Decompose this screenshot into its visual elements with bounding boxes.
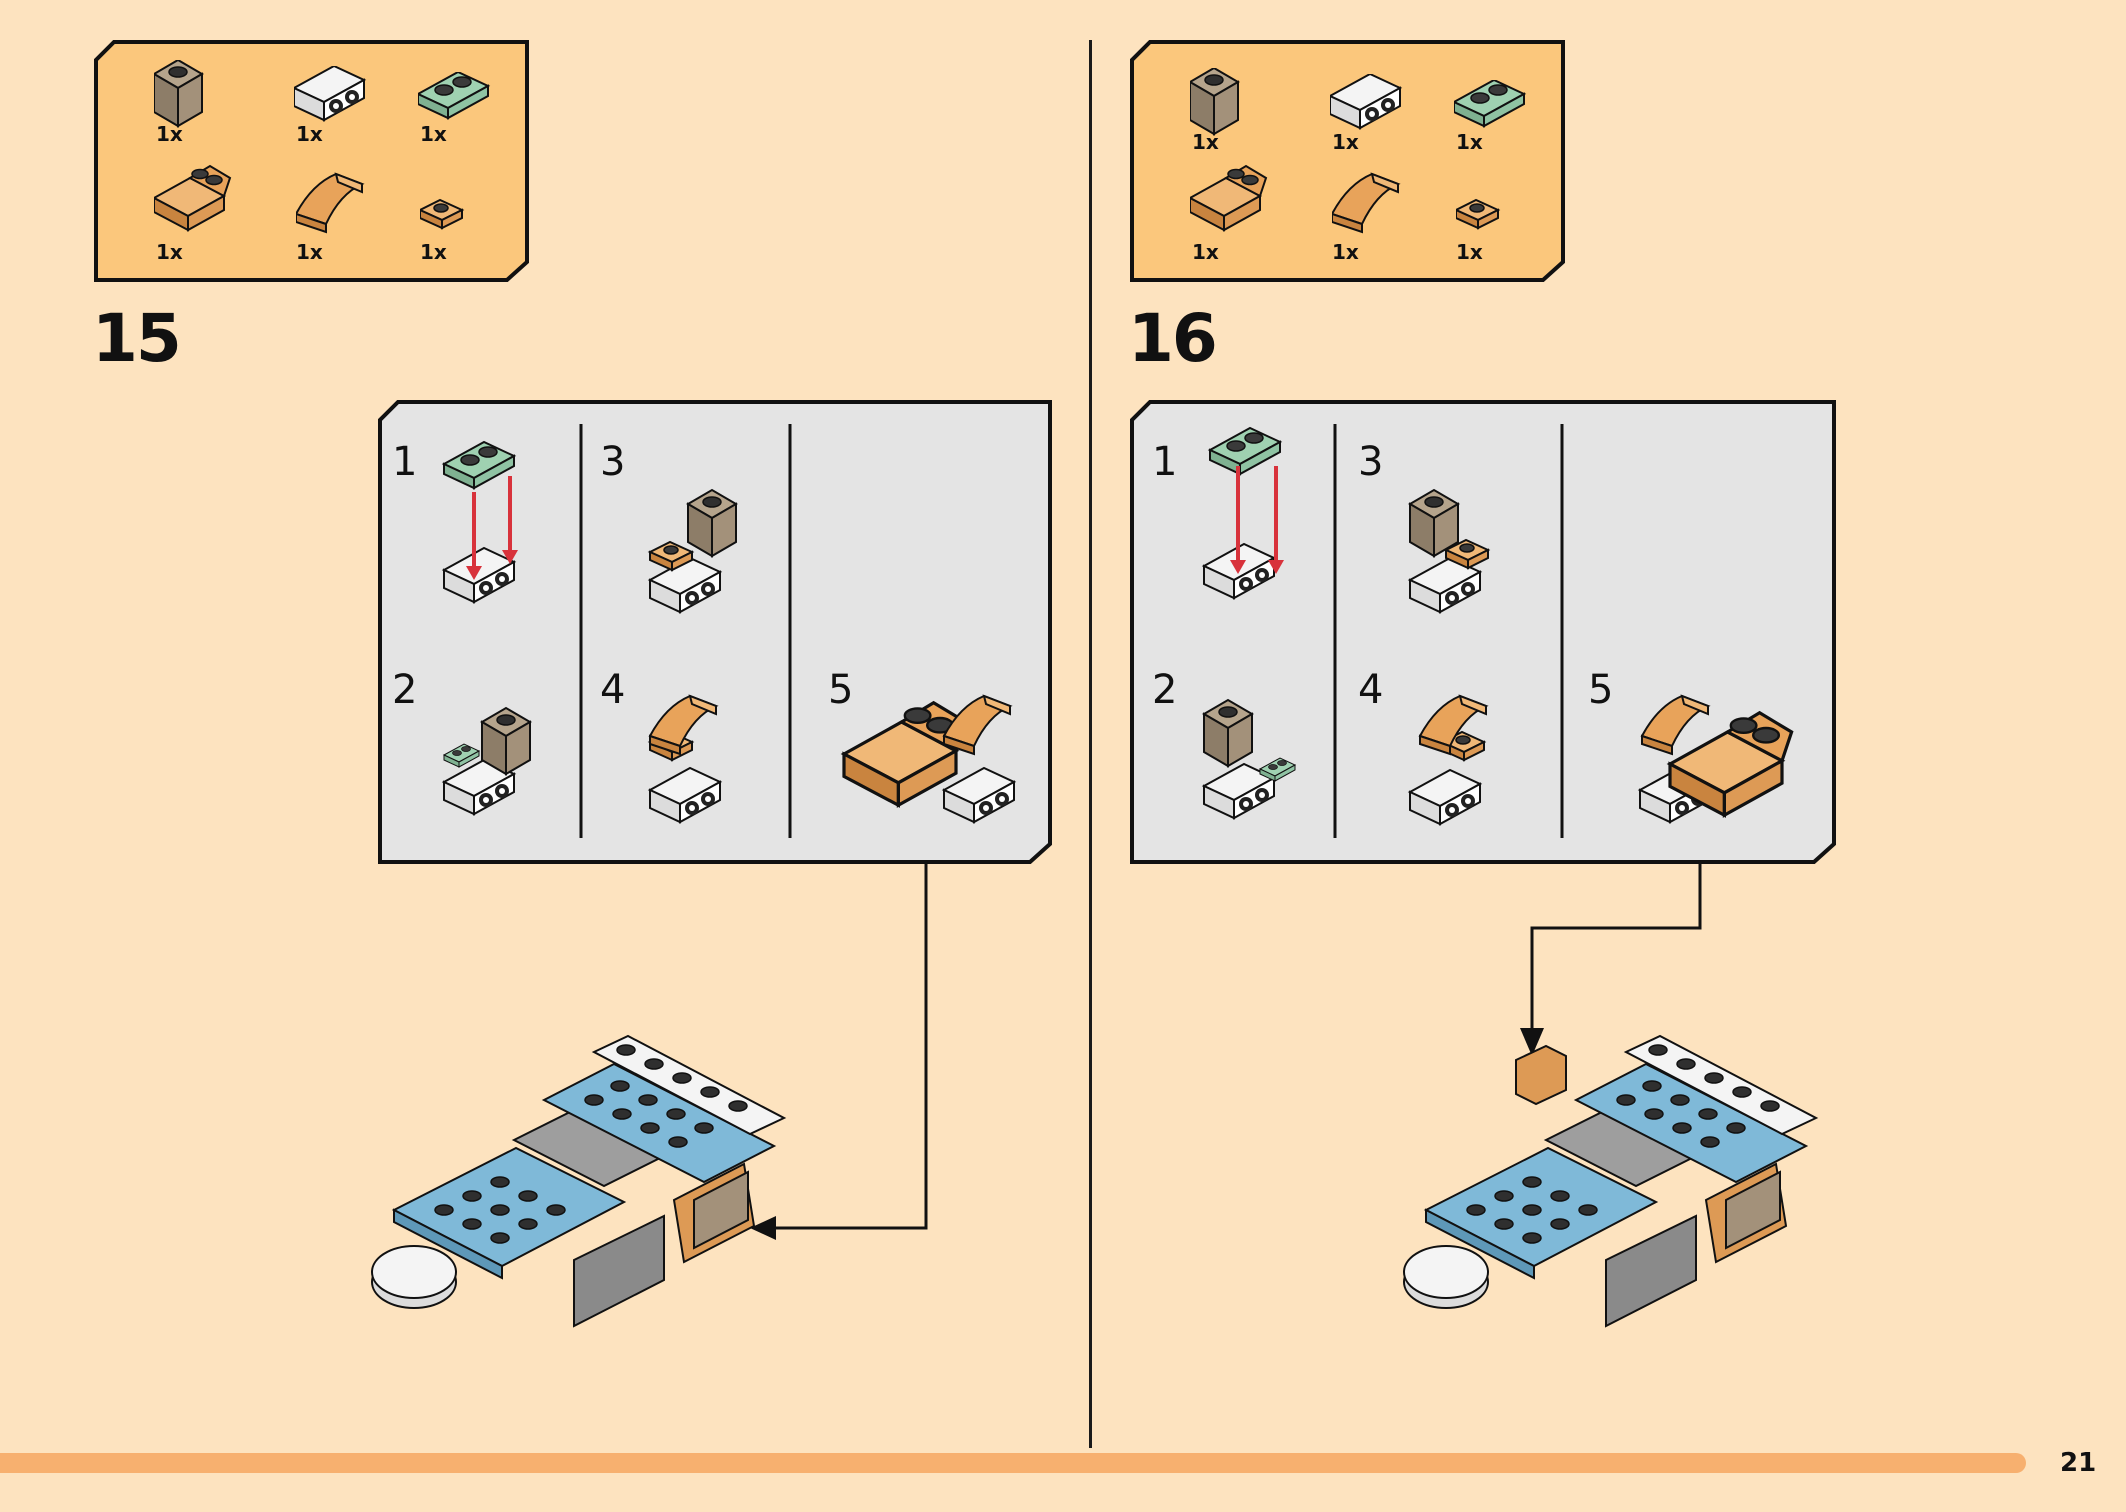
step-number: 15 <box>92 300 182 377</box>
parts-list-box: 1x 1x 1x 1x 1x 1x <box>94 40 529 282</box>
callout-arrow <box>1520 860 1702 1056</box>
page-number: 21 <box>2060 1448 2097 1478</box>
tan-slope-brick-icon <box>154 165 231 231</box>
main-model-illustration <box>364 1030 794 1330</box>
sub-assembly-panel: 1 2 3 4 5 <box>378 400 1052 864</box>
part-qty: 1x <box>1192 240 1219 264</box>
part-qty: 1x <box>1456 130 1483 154</box>
part-qty: 1x <box>156 122 183 146</box>
tan-slope-brick-icon <box>1190 165 1267 231</box>
substep-number: 1 <box>1152 439 1178 485</box>
substep-number: 2 <box>392 667 418 713</box>
part-qty: 1x <box>1192 130 1219 154</box>
substep-number: 4 <box>600 667 626 713</box>
parts-list-box: 1x 1x 1x 1x 1x 1x <box>1130 40 1565 282</box>
substep-number: 3 <box>600 439 626 485</box>
substep-number: 1 <box>392 439 418 485</box>
tan-small-plate-icon <box>420 199 463 229</box>
part-qty: 1x <box>296 122 323 146</box>
tan-curved-slope-icon <box>1332 173 1399 233</box>
part-qty: 1x <box>296 240 323 264</box>
part-qty: 1x <box>156 240 183 264</box>
sand-green-plate-icon <box>1454 80 1525 127</box>
tan-small-plate-icon <box>1456 199 1499 229</box>
part-qty: 1x <box>420 240 447 264</box>
substep-number: 5 <box>1588 667 1614 713</box>
dark-tan-brick-icon <box>154 60 203 127</box>
dark-tan-brick-icon <box>1190 68 1239 135</box>
tan-curved-slope-icon <box>296 173 363 233</box>
part-qty: 1x <box>420 122 447 146</box>
substep-number: 2 <box>1152 667 1178 713</box>
sub-assembly-panel: 1 2 3 4 5 <box>1130 400 1836 864</box>
part-qty: 1x <box>1332 240 1359 264</box>
page-divider <box>1089 40 1092 1448</box>
white-bracket-plate-icon <box>1330 74 1401 129</box>
part-qty: 1x <box>1456 240 1483 264</box>
sand-green-plate-icon <box>418 72 489 119</box>
callout-arrow <box>750 860 928 1240</box>
substep-number: 5 <box>828 667 854 713</box>
white-bracket-plate-icon <box>294 66 365 121</box>
main-model-illustration <box>1396 1030 1826 1330</box>
substep-number: 4 <box>1358 667 1384 713</box>
substep-number: 3 <box>1358 439 1384 485</box>
page-footer-bar <box>0 1453 2026 1473</box>
part-qty: 1x <box>1332 130 1359 154</box>
step-number: 16 <box>1128 300 1218 377</box>
